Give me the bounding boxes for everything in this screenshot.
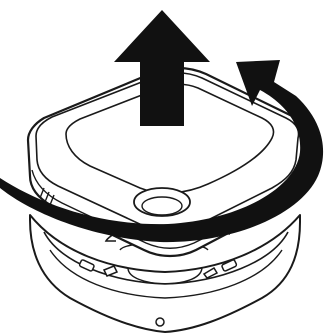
base-drain-hole bbox=[156, 318, 164, 326]
lid-center-opening bbox=[134, 188, 190, 216]
